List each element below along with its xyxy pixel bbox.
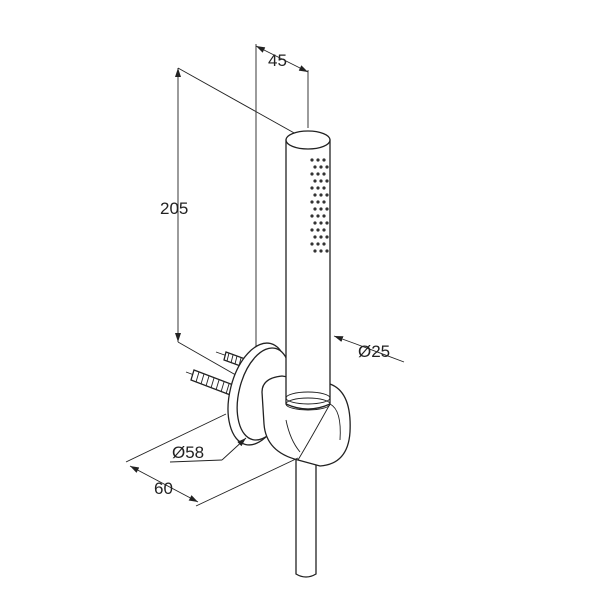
nozzle-dot	[316, 172, 320, 176]
nozzle-dot	[316, 200, 320, 204]
dimension-205: 205	[160, 67, 297, 391]
shower-hose	[295, 439, 317, 578]
nozzle-dot	[319, 249, 323, 253]
nozzle-dot	[310, 172, 314, 176]
dimension-45: 45	[255, 44, 309, 350]
nozzle-dot	[325, 249, 329, 253]
nozzle-dot	[319, 165, 323, 169]
nozzle-dot	[313, 249, 317, 253]
nozzle-dot	[313, 235, 317, 239]
nozzle-dot	[316, 214, 320, 218]
nozzle-dot	[322, 200, 326, 204]
nozzle-dot	[319, 235, 323, 239]
nozzle-dot	[322, 172, 326, 176]
dimension-diameter-25: Ø25	[333, 335, 405, 363]
nozzle-dot	[313, 179, 317, 183]
nozzle-dot	[322, 214, 326, 218]
nozzle-dot	[325, 193, 329, 197]
nozzle-dot	[325, 221, 329, 225]
dimension-diameter-25-label: Ø25	[358, 342, 390, 361]
dimension-diameter-58: Ø58	[169, 437, 247, 463]
hand-shower	[285, 130, 331, 411]
nozzle-dot	[310, 214, 314, 218]
dimension-205-label: 205	[160, 199, 188, 218]
nozzle-dot	[319, 179, 323, 183]
nozzle-dot	[319, 193, 323, 197]
nozzle-dot	[313, 221, 317, 225]
nozzle-dot	[310, 186, 314, 190]
nozzle-dot	[322, 186, 326, 190]
nozzle-dot	[313, 207, 317, 211]
nozzle-dot	[316, 242, 320, 246]
nozzle-dot	[310, 242, 314, 246]
nozzle-dot	[325, 207, 329, 211]
nozzle-dot	[322, 242, 326, 246]
nozzle-dot	[313, 193, 317, 197]
nozzle-dot	[310, 200, 314, 204]
nozzle-dot	[325, 235, 329, 239]
nozzle-dot	[319, 221, 323, 225]
nozzle-dot	[316, 186, 320, 190]
dimension-diameter-58-label: Ø58	[172, 443, 204, 462]
nozzle-dot	[310, 228, 314, 232]
dimension-45-label: 45	[268, 51, 287, 70]
nozzle-dot	[319, 207, 323, 211]
nozzle-dot	[325, 179, 329, 183]
nozzle-dot	[322, 228, 326, 232]
nozzle-dot	[322, 158, 326, 162]
nozzle-dot	[325, 165, 329, 169]
nozzle-dot	[316, 228, 320, 232]
dimension-60: 60	[125, 413, 299, 507]
nozzle-dot	[313, 165, 317, 169]
nozzle-dot	[310, 158, 314, 162]
dimension-60-label: 60	[154, 479, 173, 498]
nozzle-dot	[316, 158, 320, 162]
spray-nozzles	[310, 158, 329, 253]
